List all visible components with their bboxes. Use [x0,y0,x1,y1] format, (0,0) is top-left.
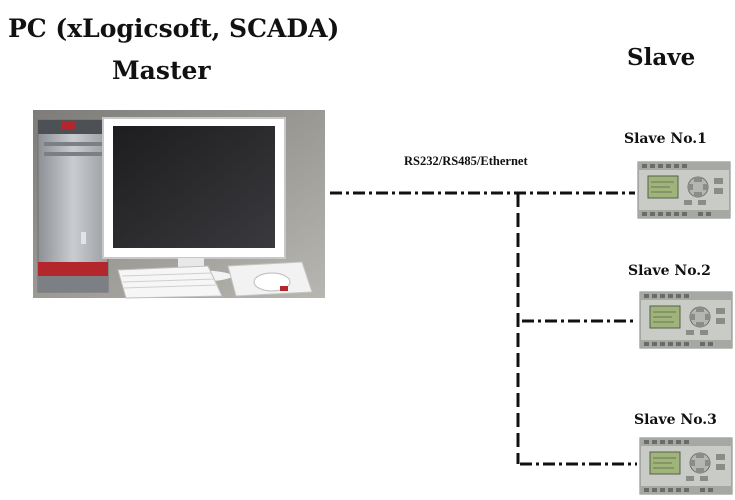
plc-module-icon [637,161,731,219]
slave-label-3: Slave No.3 [634,412,717,428]
slave-column-header: Slave [627,44,696,71]
pc-computer-icon [33,110,325,299]
communication-bus [330,191,637,466]
plc-module-icon [639,291,733,349]
link-label: RS232/RS485/Ethernet [404,154,528,168]
master-title-line2: Master [112,56,211,85]
slave-label-1: Slave No.1 [624,131,707,147]
plc-module-icon [639,437,733,495]
slave-label-2: Slave No.2 [628,263,711,279]
master-title-line1: PC (xLogicsoft, SCADA) [8,14,340,43]
